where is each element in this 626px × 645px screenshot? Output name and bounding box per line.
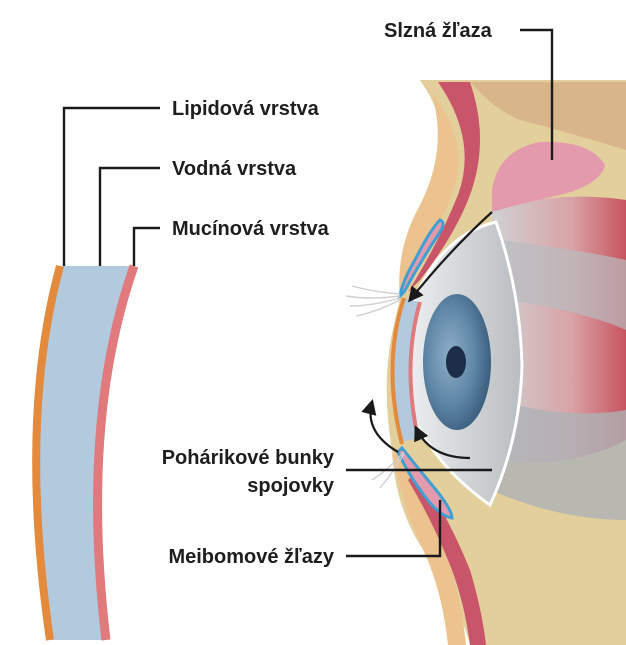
- label-goblet-cells-line2: spojovky: [247, 475, 335, 497]
- label-lacrimal-gland: Slzná žľaza: [384, 20, 493, 42]
- leader-lipid-layer: [64, 108, 160, 266]
- label-aqueous-layer: Vodná vrstva: [172, 158, 297, 180]
- leader-mucin-layer: [134, 228, 160, 266]
- eye-anatomy: [346, 78, 626, 645]
- label-goblet-cells-line1: Pohárikové bunky: [162, 447, 335, 469]
- upper-eyelashes: [346, 286, 400, 316]
- label-lipid-layer: Lipidová vrstva: [172, 98, 320, 120]
- label-mucin-layer: Mucínová vrstva: [172, 218, 330, 240]
- tear-film-layers: [36, 266, 134, 640]
- pupil: [446, 346, 466, 378]
- label-meibomian-glands: Meibomové žľazy: [168, 546, 334, 568]
- leader-aqueous-layer: [100, 168, 160, 266]
